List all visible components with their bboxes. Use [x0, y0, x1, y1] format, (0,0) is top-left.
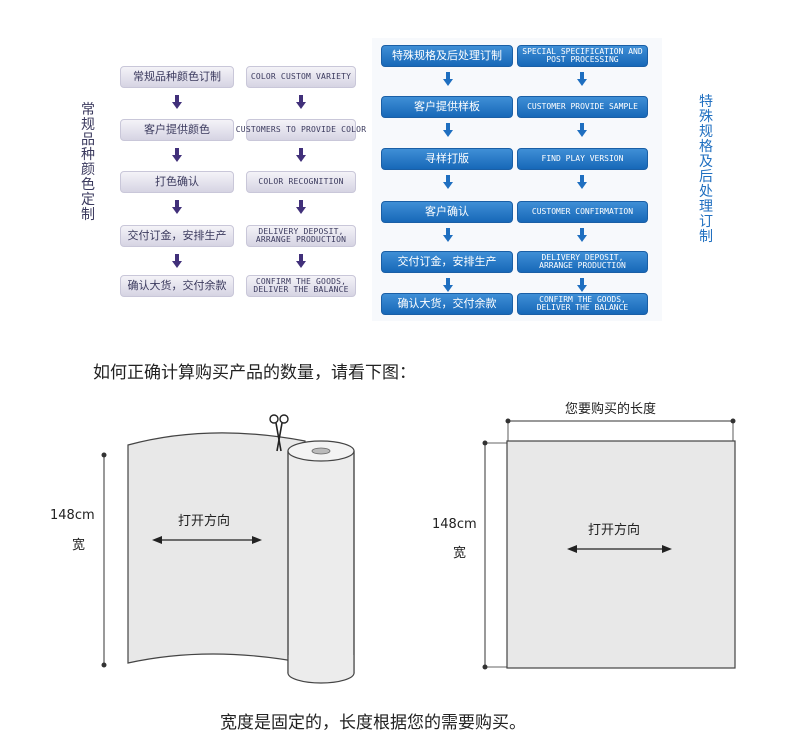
sheet-width-value: 148cm: [432, 517, 477, 532]
down-arrow-icon: [443, 175, 453, 189]
footer-note: 宽度是固定的，长度根据您的需要购买。: [220, 713, 526, 733]
left-step-en-3: COLOR RECOGNITION: [246, 171, 356, 193]
left-step-en-1: COLOR CUSTOM VARIETY: [246, 66, 356, 88]
quantity-heading: 如何正确计算购买产品的数量，请看下图：: [93, 363, 416, 383]
left-step-cn-5: 确认大货，交付余款: [120, 275, 234, 297]
down-arrow-icon: [577, 228, 587, 242]
roll-width-value: 148cm: [50, 508, 95, 523]
left-step-en-5: CONFIRM THE GOODS, DELIVER THE BALANCE: [246, 275, 356, 297]
down-arrow-icon: [577, 175, 587, 189]
down-arrow-icon: [443, 123, 453, 137]
left-step-cn-2: 客户提供颜色: [120, 119, 234, 141]
left-side-label: 常规品种颜色定制: [81, 102, 95, 223]
down-arrow-icon: [172, 95, 182, 109]
roll-diagram: [101, 414, 355, 684]
right-step-cn-1: 特殊规格及后处理订制: [381, 45, 513, 67]
right-step-en-3: FIND PLAY VERSION: [517, 148, 648, 170]
sheet-direction-label: 打开方向: [588, 523, 641, 538]
right-step-cn-3: 寻样打版: [381, 148, 513, 170]
roll-width-label: 宽: [72, 538, 86, 553]
sheet-diagram: [482, 418, 736, 670]
left-step-en-2: CUSTOMERS TO PROVIDE COLOR: [236, 119, 366, 141]
down-arrow-icon: [577, 123, 587, 137]
down-arrow-icon: [296, 254, 306, 268]
right-step-cn-5: 交付订金，安排生产: [381, 251, 513, 273]
right-step-en-6: CONFIRM THE GOODS, DELIVER THE BALANCE: [517, 293, 648, 315]
down-arrow-icon: [172, 200, 182, 214]
roll-direction-label: 打开方向: [178, 514, 231, 529]
left-step-cn-1: 常规品种颜色订制: [120, 66, 234, 88]
left-step-cn-3: 打色确认: [120, 171, 234, 193]
right-step-cn-4: 客户确认: [381, 201, 513, 223]
down-arrow-icon: [577, 72, 587, 86]
sheet-width-label: 宽: [453, 546, 467, 561]
down-arrow-icon: [443, 72, 453, 86]
left-step-en-4: DELIVERY DEPOSIT, ARRANGE PRODUCTION: [246, 225, 356, 247]
scissors-icon: [269, 414, 289, 452]
down-arrow-icon: [172, 254, 182, 268]
sheet-direction-arrow: [567, 545, 672, 553]
right-side-label: 特殊规格及后处理订制: [699, 94, 713, 245]
right-step-en-2: CUSTOMER PROVIDE SAMPLE: [517, 96, 648, 118]
right-step-en-4: CUSTOMER CONFIRMATION: [517, 201, 648, 223]
down-arrow-icon: [296, 200, 306, 214]
right-step-en-1: SPECIAL SPECIFICATION AND POST PROCESSIN…: [517, 45, 648, 67]
down-arrow-icon: [443, 228, 453, 242]
fabric-sheet: [127, 432, 306, 664]
left-step-cn-4: 交付订金，安排生产: [120, 225, 234, 247]
fabric-roll-core: [311, 447, 331, 455]
down-arrow-icon: [172, 148, 182, 162]
right-step-cn-6: 确认大货，交付余款: [381, 293, 513, 315]
down-arrow-icon: [443, 278, 453, 292]
right-step-en-5: DELIVERY DEPOSIT, ARRANGE PRODUCTION: [517, 251, 648, 273]
down-arrow-icon: [296, 95, 306, 109]
right-process-panel: [372, 38, 662, 321]
sheet-length-label: 您要购买的长度: [565, 402, 657, 417]
right-step-cn-2: 客户提供样板: [381, 96, 513, 118]
fabric-roll-body: [287, 450, 355, 674]
down-arrow-icon: [577, 278, 587, 292]
fabric-sheet-flat: [506, 440, 736, 669]
down-arrow-icon: [296, 148, 306, 162]
roll-direction-arrow: [152, 536, 262, 544]
